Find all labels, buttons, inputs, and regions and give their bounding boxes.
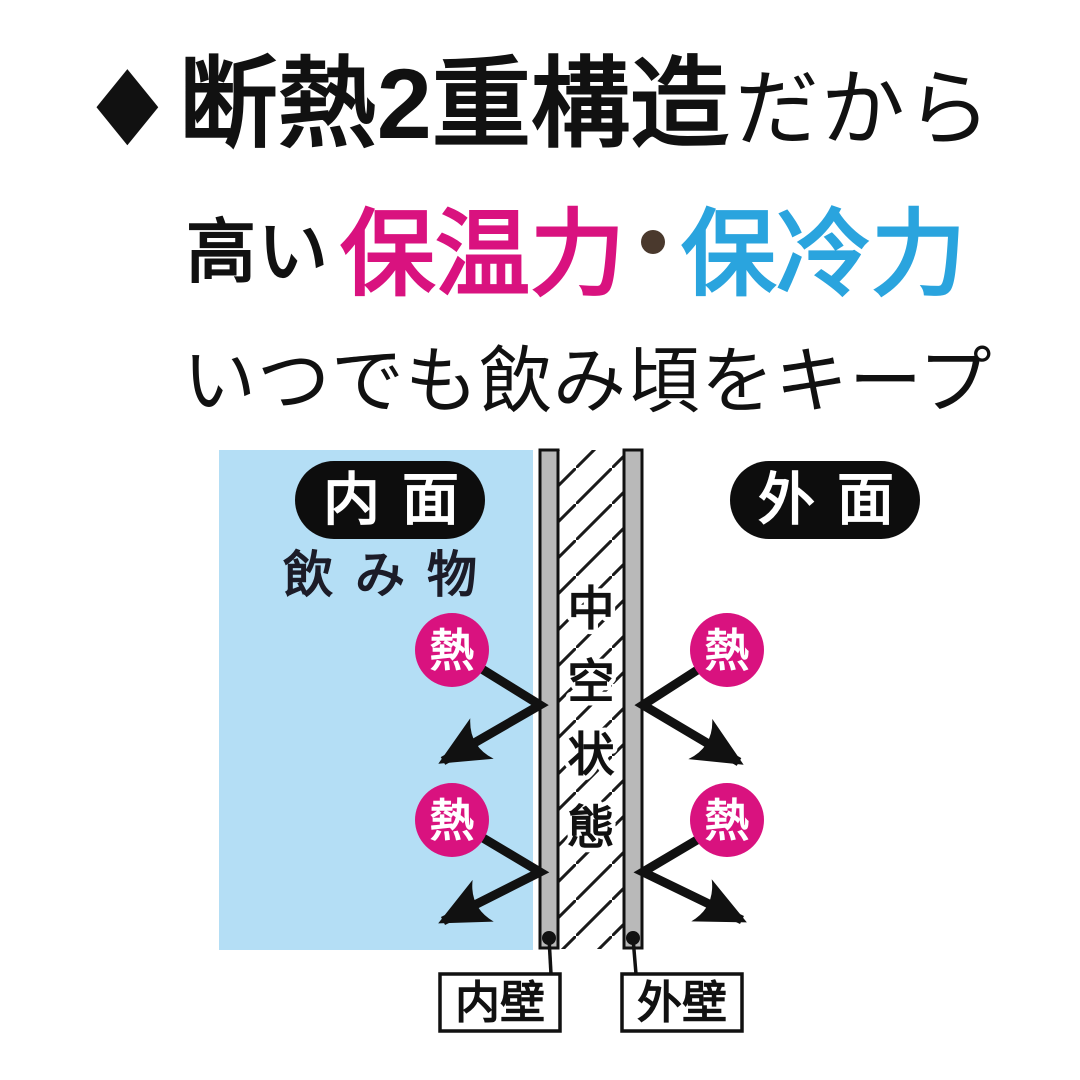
separator-dot [641, 230, 666, 254]
inner-wall-label-box [438, 972, 562, 1033]
keep-drinkable-text: いつでも飲み頃をキープ [183, 341, 993, 422]
heat-circle-outer-top [690, 613, 764, 687]
drink-label: 飲み物 [283, 547, 499, 603]
headline-line2: 高い 保温力 保冷力 [186, 186, 966, 308]
outer-wall-leader-line [631, 937, 638, 975]
cavity-label-char-3: 状 [568, 728, 616, 781]
heat-retention-text: 保温力 [340, 201, 626, 308]
heat-arrow-inner-top [438, 662, 549, 765]
headline-dakara-text: だから [734, 62, 993, 156]
outer-side-badge [730, 461, 920, 539]
cold-retention-text: 保冷力 [681, 201, 967, 308]
heat-label-inner-bottom: 熱 [429, 795, 474, 846]
heat-arrow-inner-bottom [438, 831, 550, 926]
heat-circle-inner-top [415, 613, 489, 687]
outer-wall-label: 外壁 [637, 977, 727, 1028]
outer-side-badge-label: 外面 [758, 468, 916, 532]
heat-label-outer-top: 熱 [704, 625, 749, 676]
heat-circle-inner-bottom [415, 783, 489, 857]
heat-badges: 熱 熱 熱 熱 [415, 613, 764, 857]
cavity-label: 中 空 状 態 [563, 578, 620, 859]
inner-wall-label: 内壁 [455, 977, 545, 1028]
outer-wall-label-box [620, 972, 744, 1033]
inner-side-badge [295, 461, 485, 539]
heat-label-inner-top: 熱 [429, 625, 474, 676]
heat-arrow-outer-bottom [633, 833, 747, 925]
heat-arrow-outer-top [634, 663, 744, 766]
cavity-label-char-2: 空 [568, 655, 615, 708]
headline-line1: ◆ 断熱2重構造 だから [92, 42, 993, 163]
heat-label-outer-bottom: 熱 [704, 795, 749, 846]
high-text: 高い [186, 212, 330, 291]
inner-wall-leader-line [547, 937, 553, 975]
headline-structure-text: 断熱2重構造 [178, 48, 729, 159]
cavity-label-char-4: 態 [568, 801, 615, 854]
cavity-label-char-1: 中 [568, 582, 615, 635]
heat-circle-outer-bottom [690, 783, 764, 857]
diamond-bullet-icon: ◆ [96, 44, 159, 155]
hollow-cavity [558, 450, 625, 949]
inner-side-badge-label: 内面 [323, 468, 481, 532]
headline-line3: いつでも飲み頃をキープ [183, 322, 993, 428]
